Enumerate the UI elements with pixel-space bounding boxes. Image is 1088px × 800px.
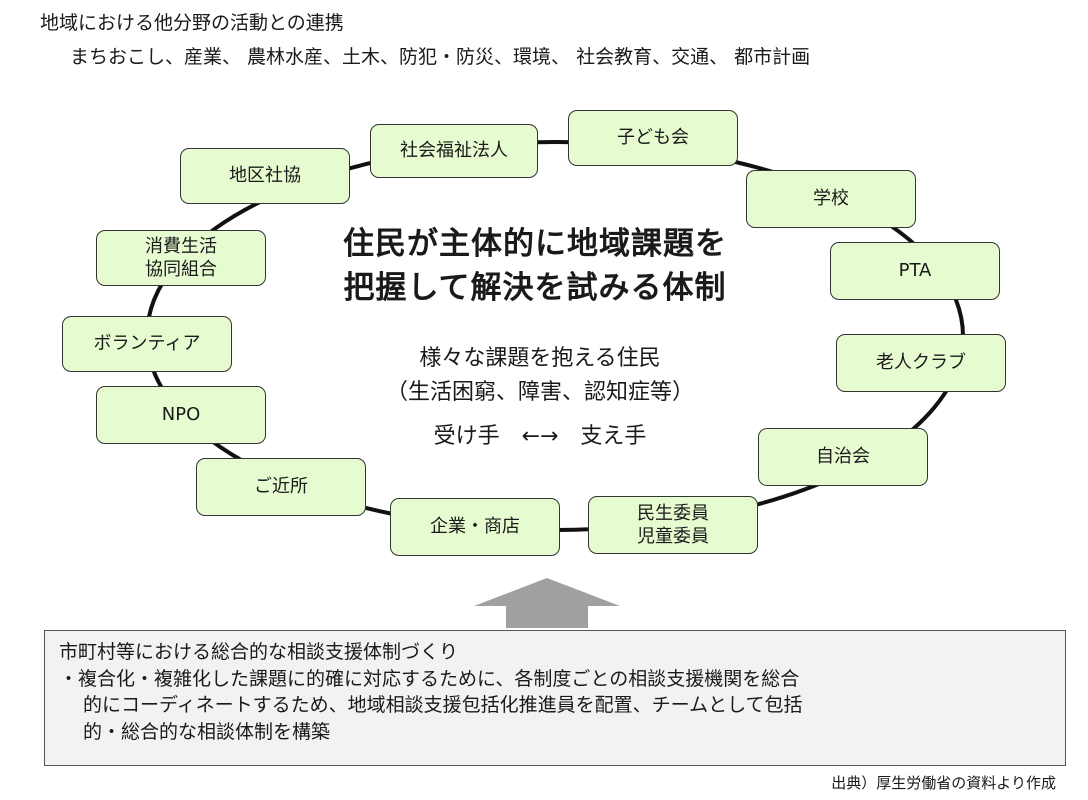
info-box: 市町村等における総合的な相談支援体制づくり ・複合化・複雑化した課題に的確に対応… xyxy=(44,630,1066,766)
node-neighbors: ご近所 xyxy=(196,458,366,516)
node-volunteers: ボランティア xyxy=(62,316,232,372)
up-arrow-icon xyxy=(474,578,620,628)
node-district-council: 地区社協 xyxy=(180,148,350,204)
center-examples: （生活困窮、障害、認知症等） xyxy=(385,380,694,405)
node-neighborhood-assoc: 自治会 xyxy=(758,428,928,486)
node-social-welfare-corp: 社会福祉法人 xyxy=(370,124,538,178)
node-seniors-club: 老人クラブ xyxy=(836,334,1006,392)
info-bullet-line-2: 的にコーディネートするため、地域相談支援包括化推進員を配置、チームとして包括 xyxy=(83,694,803,717)
center-roles: 受け手 ←→ 支え手 xyxy=(433,424,647,449)
node-consumer-coop: 消費生活 協同組合 xyxy=(96,230,266,286)
node-school: 学校 xyxy=(746,170,916,228)
center-subtitle: 様々な課題を抱える住民 xyxy=(419,346,661,371)
center-title: 住民が主体的に地域課題を 把握して解決を試みる体制 xyxy=(343,226,727,307)
header-title: 地域における他分野の活動との連携 xyxy=(40,12,344,34)
node-business: 企業・商店 xyxy=(390,498,560,556)
node-pta: PTA xyxy=(830,242,1000,300)
header-fields: まちおこし、産業、 農林水産、土木、防犯・防災、環境、 社会教育、交通、 都市計… xyxy=(70,46,811,68)
node-commissioned-welfare: 民生委員 児童委員 xyxy=(588,496,758,554)
node-kids-club: 子ども会 xyxy=(568,110,738,166)
info-box-title: 市町村等における総合的な相談支援体制づくり xyxy=(59,641,459,663)
source-note: 出典）厚生労働省の資料より作成 xyxy=(831,774,1056,792)
node-npo: NPO xyxy=(96,386,266,444)
info-bullet-line-1: ・複合化・複雑化した課題に的確に対応するために、各制度ごとの相談支援機関を総合 xyxy=(59,667,800,690)
info-bullet-line-3: 的・総合的な相談体制を構築 xyxy=(83,720,331,743)
